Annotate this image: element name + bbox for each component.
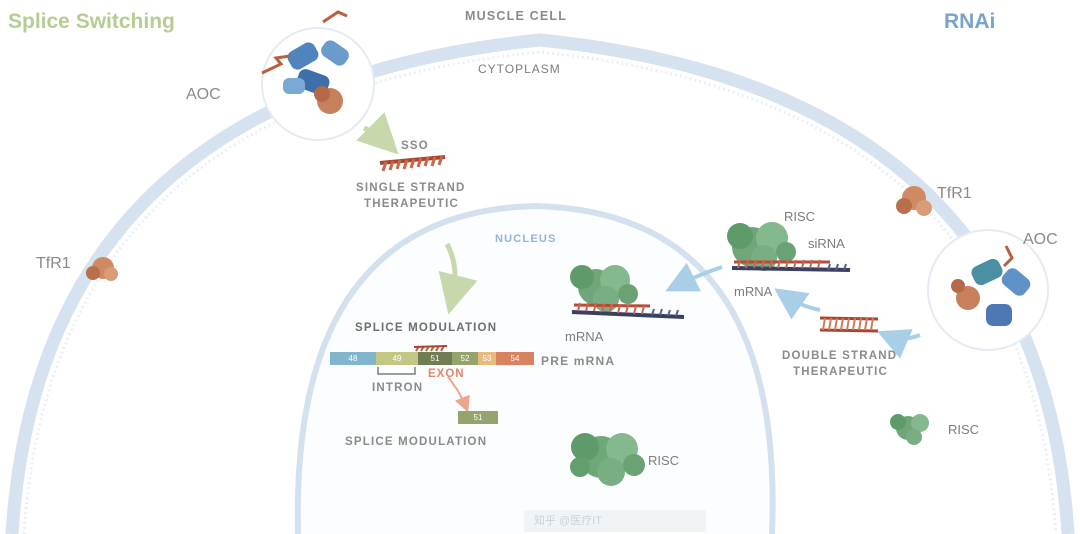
label-pre-mrna: PRE mRNA (541, 354, 616, 368)
label-tfr1-right: TfR1 (937, 185, 972, 202)
exon-49: 49 (392, 354, 402, 363)
sso-bound-icon (415, 345, 445, 352)
label-intron: INTRON (372, 382, 424, 394)
excised-exon (458, 411, 498, 424)
title-splice-switching: Splice Switching (8, 10, 175, 33)
label-sirna: siRNA (808, 236, 845, 251)
risc-top-icon (727, 222, 796, 271)
arrow-ds-to-risc (774, 288, 821, 320)
double-strand-icon (819, 316, 879, 333)
label-splice-modulation-bottom: SPLICE MODULATION (345, 436, 488, 448)
sirna-mrna-duplex (731, 259, 851, 272)
label-aoc-right: AOC (1023, 231, 1058, 248)
title-rnai: RNAi (944, 10, 996, 33)
arrow-aoc-to-sso (356, 112, 399, 155)
label-splice-modulation-title: SPLICE MODULATION (355, 322, 498, 334)
arrow-risc-to-mrna (665, 262, 723, 292)
label-single-strand-2: THERAPEUTIC (364, 198, 459, 210)
exon-54: 54 (510, 354, 520, 363)
pre-mrna-bar (330, 352, 534, 365)
exon-53: 53 (482, 354, 492, 363)
label-risc-right: RISC (948, 422, 980, 437)
label-tfr1-left: TfR1 (36, 255, 71, 272)
nucleus-membrane (294, 202, 776, 534)
exon-48: 48 (348, 354, 358, 363)
arrow-sso-to-nucleus (438, 242, 478, 315)
excised-exon-label: 51 (473, 413, 483, 422)
label-mrna-right: mRNA (734, 284, 773, 299)
label-single-strand-1: SINGLE STRAND (356, 182, 466, 194)
label-nucleus: NUCLEUS (495, 233, 557, 245)
arrow-exon-out (447, 376, 470, 413)
label-cytoplasm: CYTOPLASM (478, 62, 561, 76)
aoc-vesicle-right (927, 229, 1049, 351)
label-aoc-left: AOC (186, 86, 221, 103)
risc-bottom-icon (570, 433, 645, 486)
label-exon: EXON (428, 368, 465, 380)
label-sso: SSO (401, 140, 429, 152)
antibody-right-icon (951, 245, 1031, 326)
watermark: 知乎 @医疗IT (524, 510, 706, 532)
label-mrna-center: mRNA (565, 329, 604, 344)
sso-strand-icon (379, 155, 446, 172)
antibody-left-icon (261, 10, 349, 114)
intron-bracket (377, 367, 416, 375)
tfr1-left-icon (86, 257, 118, 281)
label-risc-bottom: RISC (648, 453, 680, 468)
arrow-aoc-to-ds (876, 329, 921, 359)
exon-51: 51 (430, 354, 440, 363)
tfr1-right-icon (896, 186, 932, 216)
label-double-strand-2: THERAPEUTIC (793, 366, 888, 378)
title-muscle-cell: MUSCLE CELL (465, 9, 568, 23)
risc-right-icon (890, 414, 929, 445)
exon-52: 52 (460, 354, 470, 363)
label-double-strand-1: DOUBLE STRAND (782, 350, 898, 362)
label-risc-top: RISC (784, 209, 816, 224)
risc-mrna-duplex (571, 302, 685, 319)
